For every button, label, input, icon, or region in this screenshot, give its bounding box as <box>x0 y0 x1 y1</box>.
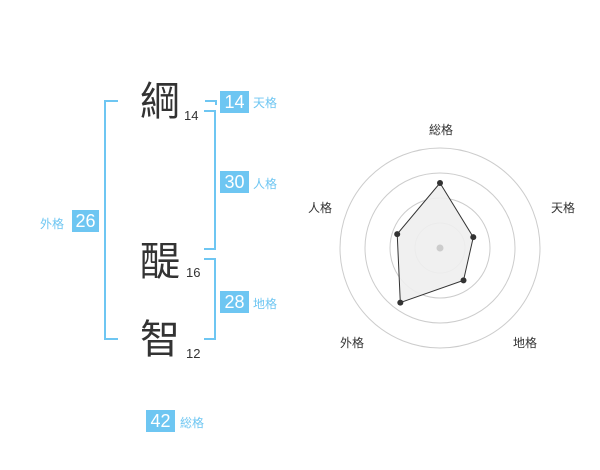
radar-point-0 <box>437 180 443 186</box>
name-char-1: 綱 <box>140 79 180 125</box>
radar-grid-ring <box>339 147 541 349</box>
radar-axis-label-soukaku: 総格 <box>429 122 453 137</box>
soukaku-value-badge: 42 <box>146 410 175 432</box>
radar-axis-label-jinkaku: 人格 <box>308 200 332 215</box>
chikaku-bracket <box>204 258 216 340</box>
name-char-3: 智 <box>140 317 180 363</box>
name-char-1-strokes: 14 <box>184 108 199 123</box>
radar-point-4 <box>394 231 401 238</box>
radar-score-area <box>396 182 474 304</box>
radar-axis-label-chikaku: 地格 <box>513 335 537 350</box>
name-char-2: 醍 <box>140 239 180 285</box>
name-char-2-strokes: 16 <box>186 265 201 280</box>
jinkaku-label: 人格 <box>253 177 278 191</box>
gaikaku-value-badge: 26 <box>72 210 99 232</box>
radar-axis-label-tenkaku: 天格 <box>551 200 575 215</box>
name-char-3-strokes: 12 <box>186 346 201 361</box>
tenkaku-bracket <box>205 100 217 105</box>
radar-center-dot <box>436 244 444 252</box>
radar-points <box>394 180 477 306</box>
jinkaku-value-badge: 30 <box>220 171 249 193</box>
tenkaku-value-badge: 14 <box>220 91 249 113</box>
radar-point-2 <box>460 277 467 284</box>
radar-point-1 <box>470 234 477 241</box>
soukaku-label: 総格 <box>180 416 205 430</box>
radar-point-3 <box>397 299 404 306</box>
chikaku-label: 地格 <box>253 297 278 311</box>
tenkaku-label: 天格 <box>253 96 278 110</box>
chikaku-value-badge: 28 <box>220 291 249 313</box>
radar-grid-ring <box>364 172 516 324</box>
kakusu-radar-chart: 総格 天格 地格 外格 人格 <box>308 122 575 350</box>
radar-axis-label-gaikaku: 外格 <box>340 335 364 350</box>
gaikaku-label: 外格 <box>40 217 65 231</box>
jinkaku-bracket <box>204 110 216 250</box>
gaikaku-bracket <box>104 100 118 340</box>
